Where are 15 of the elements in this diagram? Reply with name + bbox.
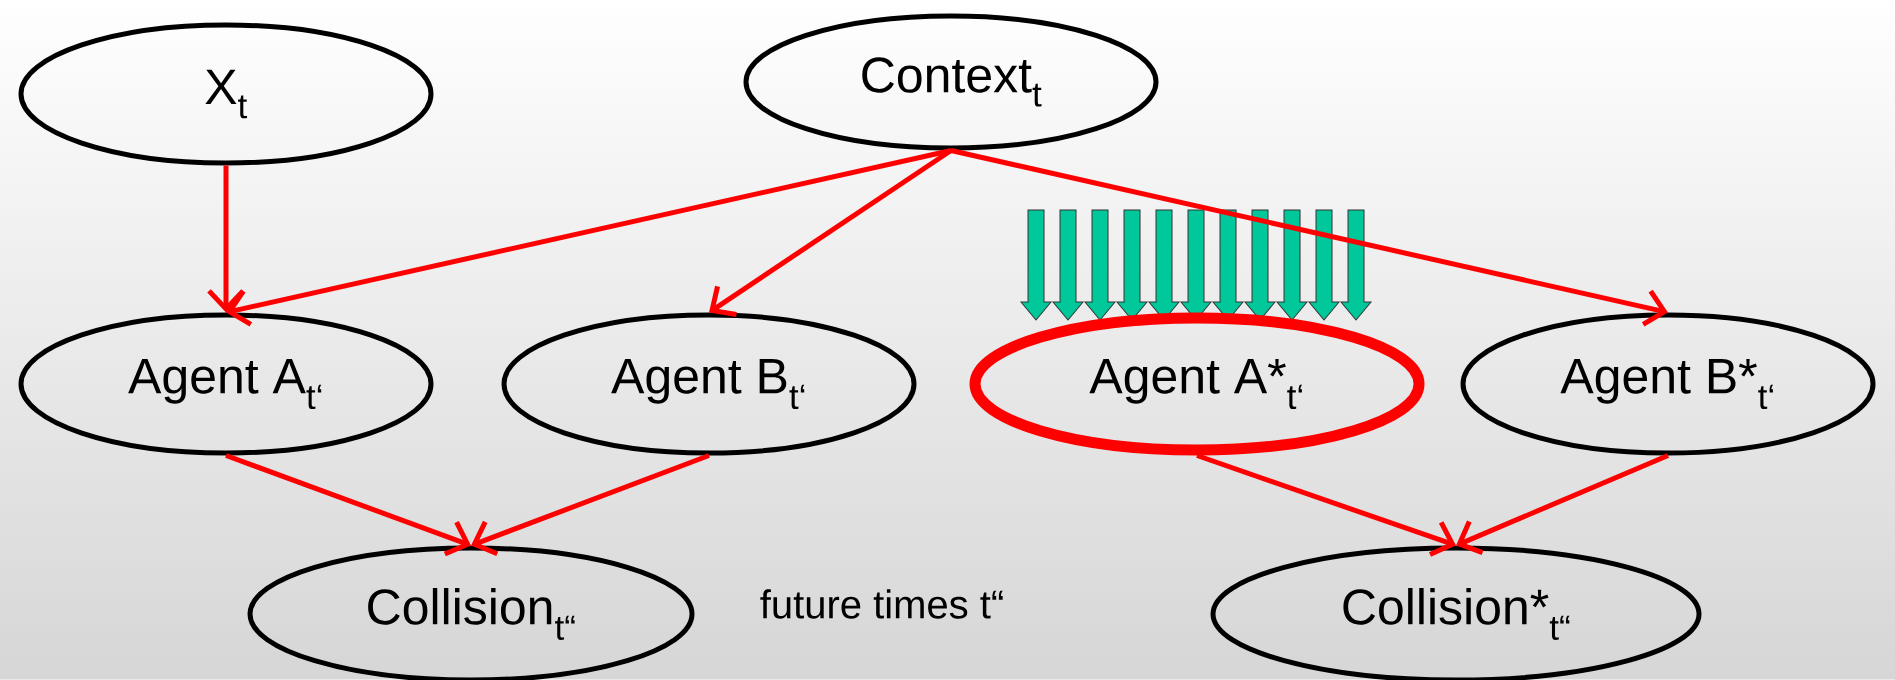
arrow — [709, 148, 953, 318]
ellipse-node: X$_{t}$ — [18, 22, 434, 166]
annotation-text: future times t“ — [760, 589, 1003, 619]
arrow — [207, 165, 245, 313]
ellipse-node: Agent A$_{t‘}$ — [18, 312, 434, 456]
arrow — [1196, 453, 1456, 557]
arrow — [225, 453, 471, 557]
arrow — [471, 453, 710, 557]
arrow — [1456, 453, 1669, 556]
arrow — [226, 148, 952, 327]
ellipse-node: Agent A*$_{t‘}$ — [969, 312, 1425, 456]
ellipse-node: Agent B*$_{t‘}$ — [1460, 312, 1876, 456]
arrow — [950, 148, 1669, 327]
ellipse-node: Agent B$_{t‘}$ — [501, 312, 917, 456]
ellipse-node: Context$_{t}$ — [743, 13, 1159, 151]
